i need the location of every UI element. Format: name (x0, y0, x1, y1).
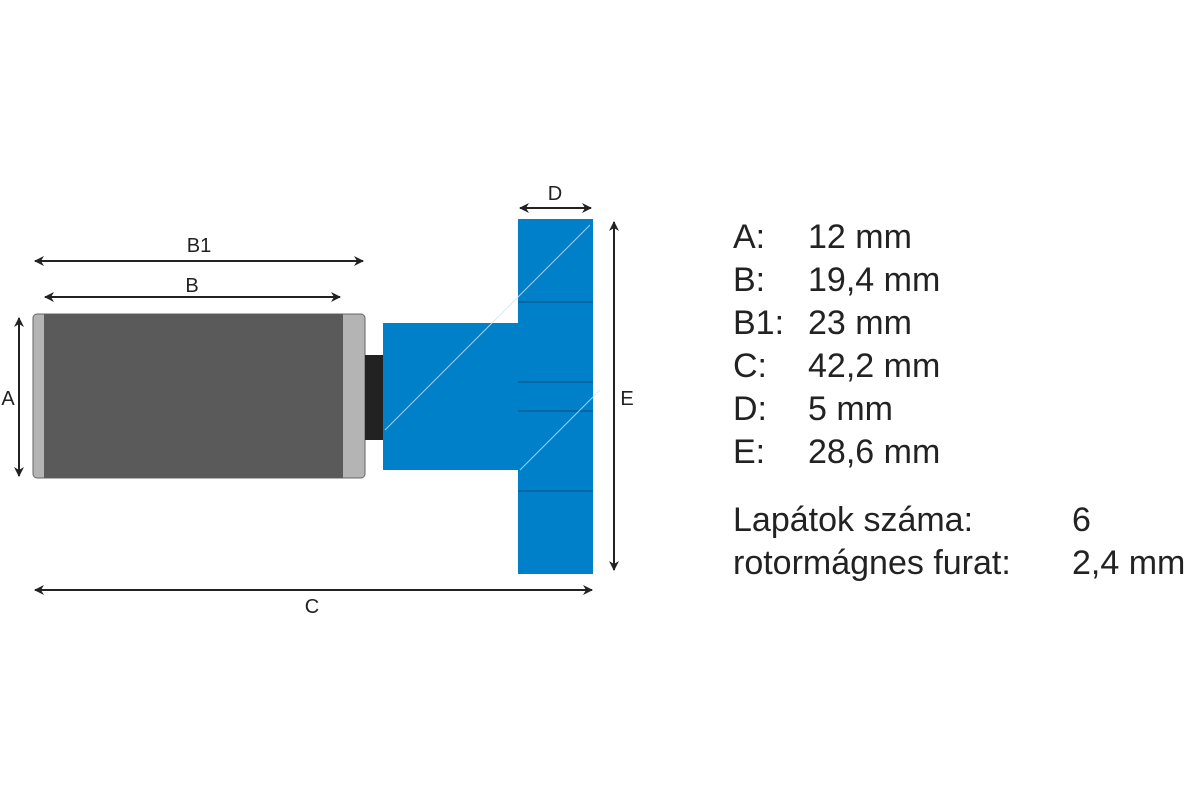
spec-key: A: (733, 218, 765, 256)
spec-key: C: (733, 347, 767, 385)
impeller-blades (518, 219, 593, 574)
extra-value: 6 (1072, 501, 1091, 539)
label-b1: B1 (187, 235, 211, 257)
label-a: A (1, 388, 15, 410)
shaft (365, 355, 383, 440)
extra-value: 2,4 mm (1072, 544, 1185, 582)
spec-list: A: 12 mm B: 19,4 mm B1: 23 mm C: 42,2 mm… (733, 218, 1185, 582)
label-b: B (185, 275, 198, 297)
extra-key: Lapátok száma: (733, 501, 973, 539)
spec-value: 5 mm (808, 390, 893, 428)
impeller-hub (383, 323, 518, 470)
spec-value: 23 mm (808, 304, 912, 342)
spec-key: E: (733, 433, 765, 471)
spec-key: B: (733, 261, 765, 299)
spec-value: 19,4 mm (808, 261, 940, 299)
label-e: E (620, 388, 633, 410)
label-c: C (305, 596, 319, 618)
spec-key: B1: (733, 304, 784, 342)
spec-value: 12 mm (808, 218, 912, 256)
spec-value: 28,6 mm (808, 433, 940, 471)
watermark (384, 224, 601, 471)
spec-key: D: (733, 390, 767, 428)
label-d: D (548, 183, 562, 205)
extra-key: rotormágnes furat: (733, 544, 1011, 582)
rotor-magnet (32, 313, 366, 479)
spec-value: 42,2 mm (808, 347, 940, 385)
